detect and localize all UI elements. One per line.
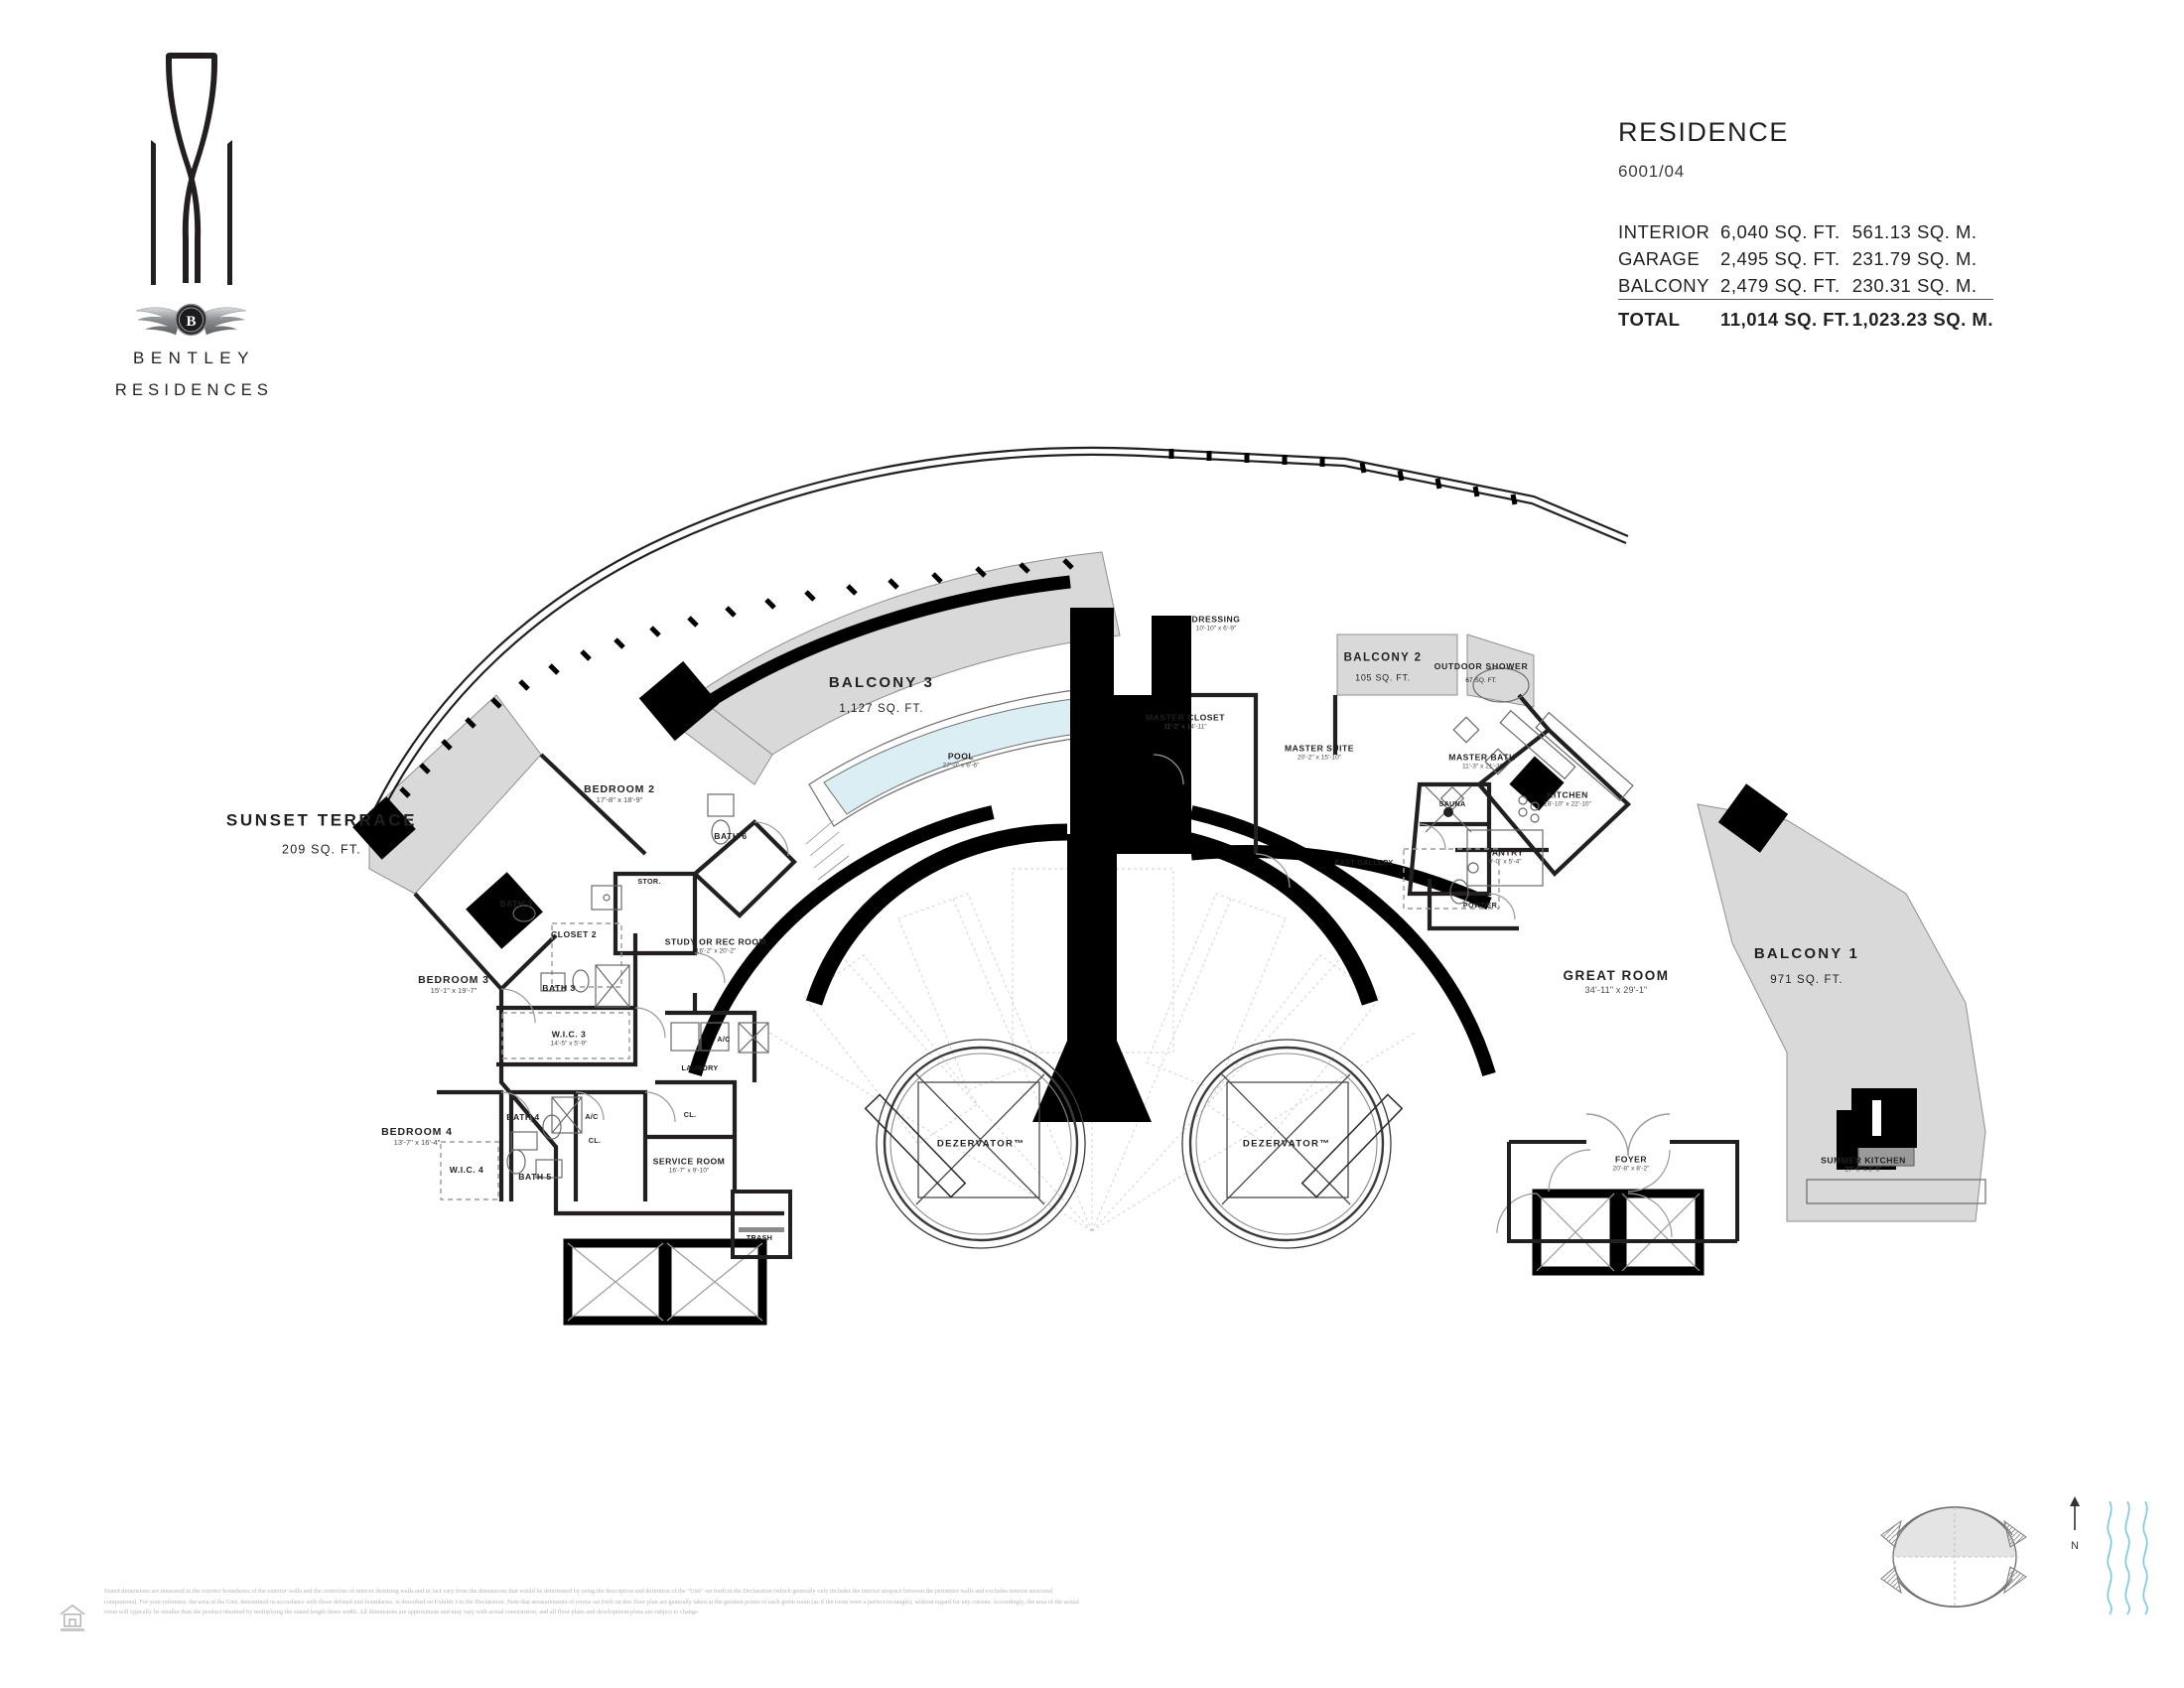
- balcony-3-fill: [694, 551, 1121, 756]
- pool-steps: [805, 819, 850, 881]
- svg-text:B: B: [186, 314, 196, 330]
- interior-partitions: [413, 692, 1632, 1216]
- garage-core-wall: [805, 823, 1379, 1006]
- summer-kitchen-grill: [1851, 1088, 1917, 1148]
- area-row: INTERIOR 6,040 SQ. FT. 561.13 SQ. M.: [1618, 218, 1993, 245]
- total-sqft: 11,014 SQ. FT.: [1720, 309, 1850, 330]
- trash-room: [731, 1190, 792, 1259]
- page-title: RESIDENCE: [1618, 117, 1789, 147]
- northeast-mullions: [1168, 449, 1518, 505]
- legal-disclaimer: Stated dimensions are measured to the ex…: [104, 1588, 1079, 1617]
- dezervator-left-icon: [864, 1039, 1086, 1249]
- ocean-waves-icon: [2107, 1500, 2148, 1616]
- equal-housing-opportunity-icon: [60, 1604, 85, 1631]
- grill-handle: [1872, 1100, 1881, 1136]
- bentley-winged-b-icon: B: [135, 303, 247, 337]
- envelope-walls: [671, 575, 1492, 910]
- north-label: N: [2071, 1540, 2079, 1552]
- area-sqft: 2,495 SQ. FT.: [1720, 247, 1841, 269]
- brand-name: BENTLEY: [133, 349, 255, 367]
- foyer-walls: [1507, 1140, 1739, 1243]
- sunset-terrace-fill: [368, 694, 542, 895]
- total-sqm: 1,023.23 SQ. M.: [1851, 309, 1993, 330]
- closet-guides: [440, 848, 1500, 1200]
- area-sqft: 2,479 SQ. FT.: [1720, 274, 1841, 296]
- dezervator-right-icon: [1181, 1039, 1404, 1249]
- area-label: INTERIOR: [1618, 220, 1710, 242]
- foyer-double-doors: [1585, 1113, 1671, 1157]
- northeast-facade: [1141, 447, 1629, 545]
- area-row: BALCONY 2,479 SQ. FT. 230.31 SQ. M.: [1618, 272, 1993, 300]
- brand-subtitle: RESIDENCES: [114, 381, 274, 399]
- balcony-fills: [368, 551, 1986, 1222]
- trash-fixture: [739, 1227, 784, 1232]
- area-sqm: 231.79 SQ. M.: [1851, 247, 1978, 269]
- area-label: BALCONY: [1618, 274, 1709, 296]
- outdoor-shower-fill: [1466, 633, 1535, 708]
- balcony-2-fill: [1336, 633, 1458, 696]
- unit-number: 6001/04: [1618, 162, 1686, 181]
- north-arrow-icon: N: [2058, 1494, 2092, 1558]
- brand-block: B BENTLEY RESIDENCES: [94, 45, 288, 400]
- area-sqft: 6,040 SQ. FT.: [1720, 220, 1841, 242]
- door-swings: [500, 754, 1673, 1238]
- building-key-plan-icon: [1880, 1506, 2027, 1608]
- area-label: GARAGE: [1618, 247, 1701, 269]
- area-sqm: 561.13 SQ. M.: [1851, 220, 1978, 242]
- tower-silhouette-icon: [150, 53, 232, 285]
- area-sqm: 230.31 SQ. M.: [1851, 274, 1978, 296]
- total-label: TOTAL: [1618, 309, 1681, 330]
- exterior-curtain-wall: [366, 446, 1143, 831]
- area-row: GARAGE 2,495 SQ. FT. 231.79 SQ. M.: [1618, 245, 1993, 272]
- residence-header: RESIDENCE 6001/04 INTERIOR 6,040 SQ. FT. 5…: [1618, 119, 1995, 334]
- structural-walls: [352, 608, 1896, 1170]
- area-summary-table: INTERIOR 6,040 SQ. FT. 561.13 SQ. M. GARAGE…: [1618, 218, 1993, 334]
- area-total-row: TOTAL 11,014 SQ. FT.1,023.23 SQ. M.: [1618, 299, 1993, 334]
- elevator-shafts: [563, 1189, 1705, 1326]
- footer-block: Stated dimensions are measured to the ex…: [60, 1587, 1082, 1631]
- inner-gallery-wall: [688, 805, 1496, 1076]
